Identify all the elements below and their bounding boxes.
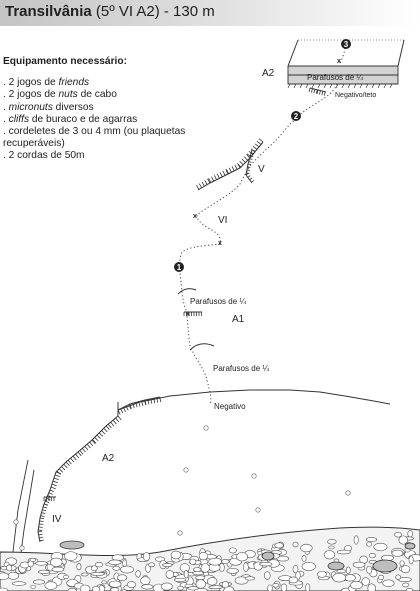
bolt-marker: x — [218, 240, 222, 247]
label-a1: A1 — [232, 314, 245, 325]
bolt-marker: x — [193, 213, 197, 220]
belay-station-2: 2 — [291, 111, 301, 121]
equipment-item: . micronuts diversos — [3, 101, 94, 113]
svg-text:1: 1 — [177, 263, 182, 272]
rock-roof-top — [308, 87, 327, 96]
rock-ledge-a1 — [183, 311, 202, 316]
route-line — [179, 47, 346, 405]
label-grade-vi: VI — [218, 215, 227, 226]
rock-wall-a2 — [49, 415, 122, 491]
equipment-list: Equipamento necessário: . 2 jogos de fri… — [3, 56, 218, 163]
equipment-item: . 2 jogos de friends — [3, 77, 90, 89]
belay-station-3: 3 — [341, 39, 351, 49]
bolt-markers: x x x x — [186, 58, 341, 318]
rock-wall-v — [196, 138, 264, 191]
label-grade-iv: IV — [52, 514, 62, 525]
label-negativo: Negativo — [214, 402, 246, 411]
equipment-heading: Equipamento necessário: — [3, 56, 127, 67]
belay-station-1: 1 — [174, 262, 184, 272]
label-grade-v: V — [258, 164, 265, 175]
summit-ledge — [287, 39, 405, 89]
rock-negativo-hatch — [117, 396, 162, 415]
label-a2-top: A2 — [262, 68, 275, 79]
equipment-item: . cliffs de buraco e de agarras — [3, 113, 138, 125]
rock-wall-iv — [37, 489, 54, 543]
rock-outlines — [11, 87, 391, 561]
equipment-item: . 2 jogos de nuts de cabo — [3, 89, 117, 101]
bolt-marker: x — [186, 311, 190, 318]
bolt-marker: x — [337, 58, 341, 65]
svg-text:3: 3 — [344, 40, 349, 49]
label-negativo-teto: Negativo/teto — [335, 92, 376, 99]
label-parafusos-2: Parafusos de ¼ — [213, 364, 269, 373]
route-grade: (5º VI A2) - 130 m — [95, 3, 215, 20]
route-name: Transilvânia — [5, 3, 92, 20]
equipment-item: . cordeletes de 3 ou 4 mm (ou plaquetas … — [3, 126, 189, 150]
title-bar: Transilvânia (5º VI A2) - 130 m — [0, 0, 420, 26]
ground-boulders — [0, 425, 420, 591]
rock-flake — [245, 149, 255, 184]
label-parafusos-1: Parafusos de ¼ — [190, 297, 246, 306]
label-a2-lower: A2 — [102, 453, 115, 464]
label-parafusos-ledge: Parafusos de ¼ — [307, 73, 363, 82]
rock-negativo-arch — [117, 389, 391, 411]
rock-ledge-iv — [43, 496, 56, 501]
equipment-item: . 2 cordas de 50m — [3, 150, 85, 162]
route-title: Transilvânia (5º VI A2) - 130 m — [5, 3, 215, 20]
svg-text:2: 2 — [294, 112, 299, 121]
